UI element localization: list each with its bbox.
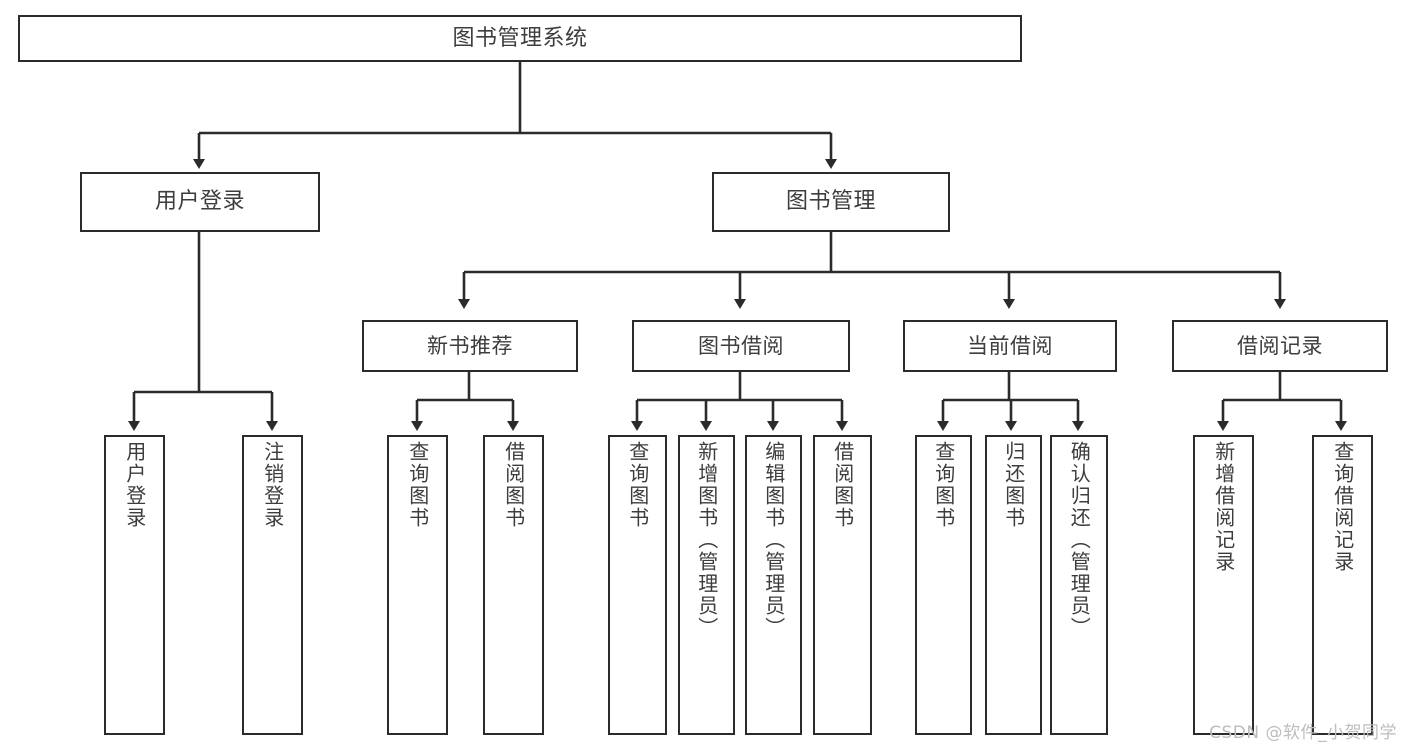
node-label: 查询图书 <box>625 441 650 529</box>
leaf-borrow-edit-book-admin[interactable]: 编辑图书（管理员） <box>745 435 802 735</box>
node-root-book-management-system[interactable]: 图书管理系统 <box>18 15 1022 62</box>
node-label: 查询图书 <box>405 441 430 529</box>
leaf-record-query-borrow-record[interactable]: 查询借阅记录 <box>1312 435 1373 735</box>
leaf-user-login-login[interactable]: 用户登录 <box>104 435 165 735</box>
leaf-recommend-query-book[interactable]: 查询图书 <box>387 435 448 735</box>
watermark: CSDN @软件_小贺同学 <box>1209 723 1397 743</box>
node-label: 注销登录 <box>260 441 285 529</box>
node-label: 用户登录 <box>154 189 245 215</box>
node-label: 用户登录 <box>122 441 147 529</box>
node-label: 图书借阅 <box>698 333 784 358</box>
node-label: 新书推荐 <box>427 333 513 358</box>
leaf-record-add-borrow-record[interactable]: 新增借阅记录 <box>1193 435 1254 735</box>
node-label: 编辑图书（管理员） <box>761 441 786 639</box>
leaf-borrow-borrow-book[interactable]: 借阅图书 <box>813 435 872 735</box>
node-book-management[interactable]: 图书管理 <box>712 172 950 232</box>
node-book-borrow[interactable]: 图书借阅 <box>632 320 850 372</box>
node-label: 借阅图书 <box>501 441 526 529</box>
node-label: 确认归还（管理员） <box>1067 441 1092 639</box>
node-user-login[interactable]: 用户登录 <box>80 172 320 232</box>
leaf-borrow-add-book-admin[interactable]: 新增图书（管理员） <box>678 435 735 735</box>
node-label: 借阅图书 <box>830 441 855 529</box>
node-label: 查询图书 <box>931 441 956 529</box>
node-current-borrow[interactable]: 当前借阅 <box>903 320 1117 372</box>
leaf-user-login-logout[interactable]: 注销登录 <box>242 435 303 735</box>
node-label: 新增图书（管理员） <box>694 441 719 639</box>
node-borrow-record[interactable]: 借阅记录 <box>1172 320 1388 372</box>
node-label: 当前借阅 <box>967 333 1053 358</box>
leaf-recommend-borrow-book[interactable]: 借阅图书 <box>483 435 544 735</box>
leaf-current-return-book[interactable]: 归还图书 <box>985 435 1042 735</box>
node-label: 新增借阅记录 <box>1211 441 1236 573</box>
node-label: 查询借阅记录 <box>1330 441 1355 573</box>
leaf-current-query-book[interactable]: 查询图书 <box>915 435 972 735</box>
leaf-current-confirm-return-admin[interactable]: 确认归还（管理员） <box>1050 435 1108 735</box>
node-label: 图书管理 <box>785 189 876 215</box>
node-label: 图书管理系统 <box>452 25 588 51</box>
node-label: 借阅记录 <box>1237 333 1323 358</box>
node-new-book-recommend[interactable]: 新书推荐 <box>362 320 578 372</box>
leaf-borrow-query-book[interactable]: 查询图书 <box>608 435 667 735</box>
node-label: 归还图书 <box>1001 441 1026 529</box>
